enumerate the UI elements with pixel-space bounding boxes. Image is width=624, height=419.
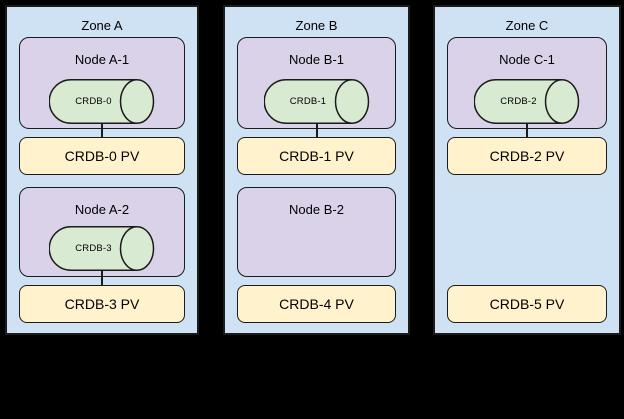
pv-crdb-4-label: CRDB-4 PV — [279, 296, 354, 312]
pv-crdb-2-label: CRDB-2 PV — [489, 148, 565, 164]
node-c1: Node C-1 CRDB-2 — [447, 37, 607, 129]
pv-crdb-0-label: CRDB-0 PV — [64, 148, 140, 164]
pv-crdb-4: CRDB-4 PV — [237, 285, 396, 323]
pod-crdb-2-cylinder: CRDB-2 — [474, 79, 580, 124]
pod-crdb-1-label: CRDB-1 — [289, 96, 327, 107]
pod-pv-connector — [526, 123, 528, 137]
node-a1: Node A-1 CRDB-0 — [19, 37, 185, 129]
pv-crdb-5-label: CRDB-5 PV — [489, 296, 565, 312]
zone-b: Zone B Node B-1 CRDB-1 CRDB-1 PV Node B-… — [223, 5, 410, 335]
node-b2-label: Node B-2 — [289, 202, 344, 217]
pod-crdb-1-cylinder: CRDB-1 — [263, 79, 370, 124]
node-a1-label: Node A-1 — [74, 52, 130, 67]
cylinder-shape-icon — [263, 79, 369, 124]
pod-crdb-0-cylinder: CRDB-0 — [49, 79, 155, 124]
pv-crdb-1: CRDB-1 PV — [237, 137, 396, 175]
cylinder-shape-icon — [49, 79, 155, 124]
pv-crdb-3-label: CRDB-3 PV — [64, 296, 140, 312]
node-a2-label: Node A-2 — [74, 202, 130, 217]
zone-a: Zone A Node A-1 CRDB-0 CRDB-0 PV Node A-… — [5, 5, 199, 335]
cylinder-shape-icon — [49, 226, 155, 271]
pv-crdb-0: CRDB-0 PV — [19, 137, 185, 175]
pod-pv-connector — [315, 123, 318, 137]
pod-crdb-0-label: CRDB-0 — [75, 96, 112, 107]
zone-c-label: Zone C — [505, 18, 549, 33]
node-a2: Node A-2 CRDB-3 — [19, 187, 185, 277]
zone-c: Zone C Node C-1 CRDB-2 CRDB-2 PV CRDB-5 … — [433, 5, 621, 335]
node-b1: Node B-1 CRDB-1 — [237, 37, 396, 129]
pod-crdb-3-label: CRDB-3 — [75, 243, 112, 254]
zone-a-label: Zone A — [81, 18, 123, 33]
node-b1-label: Node B-1 — [289, 52, 344, 67]
pod-crdb-2-label: CRDB-2 — [500, 96, 537, 107]
pod-crdb-3-cylinder: CRDB-3 — [49, 226, 155, 271]
pod-pv-connector — [101, 123, 103, 137]
node-c1-label: Node C-1 — [499, 52, 555, 67]
pv-crdb-1-label: CRDB-1 PV — [279, 148, 354, 164]
pod-pv-connector — [101, 270, 103, 285]
cylinder-shape-icon — [474, 79, 580, 124]
pv-crdb-5: CRDB-5 PV — [447, 285, 607, 323]
pv-crdb-2: CRDB-2 PV — [447, 137, 607, 175]
pv-crdb-3: CRDB-3 PV — [19, 285, 185, 323]
node-b2: Node B-2 — [237, 187, 396, 277]
zone-b-label: Zone B — [295, 18, 338, 33]
